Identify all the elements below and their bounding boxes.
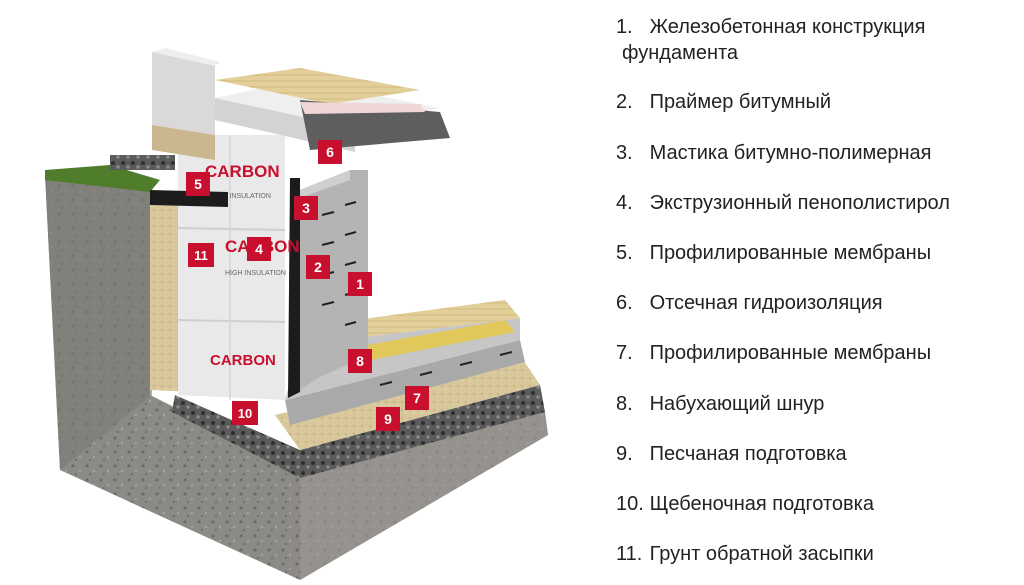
legend-text: Песчаная подготовка (649, 443, 847, 465)
svg-text:7: 7 (413, 390, 421, 406)
brand-logo-text-bottom: CARBON (210, 352, 276, 369)
svg-text:11: 11 (194, 248, 208, 263)
cutoff-waterproofing-sheet (300, 102, 425, 114)
floor-board-top (215, 68, 420, 104)
legend-text: Профилированные мембраны (649, 242, 932, 264)
brand-subtitle-middle: HIGH INSULATION (225, 270, 286, 277)
legend-text: Экструзионный пенополистирол (649, 192, 950, 214)
marker-10: 10 (232, 401, 258, 425)
legend-number: 7. (616, 342, 633, 364)
legend-number: 2. (616, 91, 633, 113)
legend-text: Праймер битумный (649, 91, 832, 113)
marker-5: 5 (186, 172, 210, 196)
legend-item-5: 5. Профилированные мембраны (616, 240, 931, 266)
legend-item-6: 6. Отсечная гидроизоляция (616, 290, 883, 316)
svg-text:8: 8 (356, 353, 364, 369)
legend-item-9: 9. Песчаная подготовка (616, 441, 847, 467)
legend-text: Грунт обратной засыпки (649, 543, 874, 565)
legend-number: 3. (616, 142, 633, 164)
marker-4: 4 (247, 237, 271, 261)
legend-number: 5. (616, 242, 633, 264)
masonry-wall (152, 48, 220, 160)
svg-text:3: 3 (302, 200, 310, 216)
legend-text-continuation: фундамента (622, 42, 739, 64)
legend-number: 6. (616, 292, 633, 314)
legend-text: Отсечная гидроизоляция (649, 292, 883, 314)
marker-6: 6 (318, 140, 342, 164)
legend-text: Железобетонная конструкция (649, 16, 926, 38)
legend-text: Набухающий шнур (649, 393, 825, 415)
legend-number: 4. (616, 192, 633, 214)
svg-text:4: 4 (255, 241, 263, 257)
legend-item-3: 3. Мастика битумно-полимерная (616, 140, 932, 166)
legend-text: Щебеночная подготовка (649, 493, 874, 515)
marker-8: 8 (348, 349, 372, 373)
svg-text:10: 10 (238, 406, 252, 421)
foundation-wall (288, 170, 368, 398)
legend-number: 9. (616, 443, 633, 465)
legend-number: 8. (616, 393, 633, 415)
marker-11: 11 (188, 243, 214, 267)
legend-item-4: 4. Экструзионный пенополистирол (616, 190, 950, 216)
svg-text:5: 5 (194, 176, 202, 192)
marker-1: 1 (348, 272, 372, 296)
brand-subtitle-top: HIGH INSULATION (210, 193, 271, 200)
legend-number: 11. (616, 543, 643, 565)
legend-number: 1. (616, 16, 633, 38)
legend-item-2: 2. Праймер битумный (616, 89, 831, 115)
legend-item-1: 1. Железобетонная конструкция фундамента (616, 14, 925, 66)
grass-strip (45, 165, 160, 192)
soil-block (45, 175, 548, 580)
gravel-base (172, 385, 545, 478)
marker-2: 2 (306, 255, 330, 279)
legend-number: 10. (616, 493, 644, 515)
legend-text: Мастика битумно-полимерная (649, 142, 932, 164)
svg-text:6: 6 (326, 144, 334, 160)
svg-text:1: 1 (356, 276, 364, 292)
top-gravel (110, 155, 175, 170)
legend-item-7: 7. Профилированные мембраны (616, 340, 931, 366)
marker-7: 7 (405, 386, 429, 410)
brand-logo-text-top: CARBON (205, 162, 280, 181)
legend-item-10: 10. Щебеночная подготовка (616, 491, 874, 517)
legend-item-11: 11. Грунт обратной засыпки (616, 541, 874, 567)
legend-text: Профилированные мембраны (649, 342, 932, 364)
svg-text:2: 2 (314, 259, 322, 275)
marker-9: 9 (376, 407, 400, 431)
legend-item-8: 8. Набухающий шнур (616, 391, 824, 417)
svg-text:9: 9 (384, 411, 392, 427)
foundation-cross-section-illustration: CARBON HIGH INSULATION CARBON HIGH INSUL… (45, 48, 548, 580)
marker-3: 3 (294, 196, 318, 220)
